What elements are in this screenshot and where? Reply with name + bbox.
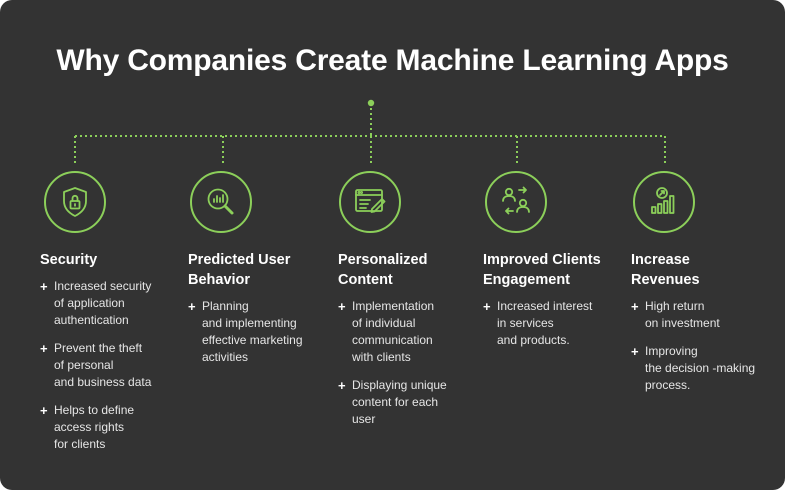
plus-icon: + xyxy=(631,344,639,359)
users-exchange-icon xyxy=(485,171,547,233)
column-personalized-content: Personalized Content +Implementation of … xyxy=(338,250,468,439)
column-heading: Increase Revenues xyxy=(631,252,700,288)
plus-icon: + xyxy=(631,299,639,314)
list-item: +Increased interest in services and prod… xyxy=(483,299,593,347)
plus-icon: + xyxy=(40,279,48,294)
list-item: +Improving the decision -making process. xyxy=(631,344,756,392)
tree-root-dot xyxy=(367,99,375,107)
column-heading: Personalized Content xyxy=(338,252,428,288)
list-item: +Planning and implementing effective mar… xyxy=(188,299,303,364)
plus-icon: + xyxy=(40,341,48,356)
list-item: +Increased security of application authe… xyxy=(40,279,152,327)
connector-tree xyxy=(74,99,666,166)
growth-chart-icon xyxy=(633,171,695,233)
column-heading: Improved Clients Engagement xyxy=(483,252,601,288)
column-heading: Predicted User Behavior xyxy=(188,252,291,288)
list-item: +High return on investment xyxy=(631,299,720,330)
column-improved-clients-engagement: Improved Clients Engagement +Increased i… xyxy=(483,250,618,360)
list-item: +Prevent the theft of personal and busin… xyxy=(40,341,152,389)
list-item: +Helps to define access rights for clien… xyxy=(40,403,135,451)
bullet-list: +Implementation of individual communicat… xyxy=(338,298,468,428)
column-heading: Security xyxy=(40,252,98,268)
column-predicted-user-behavior: Predicted User Behavior +Planning and im… xyxy=(188,250,323,377)
plus-icon: + xyxy=(188,299,196,314)
bullet-list: +Planning and implementing effective mar… xyxy=(188,298,323,366)
bullet-list: +High return on investment +Improving th… xyxy=(631,298,771,394)
browser-pen-icon xyxy=(339,171,401,233)
bullet-list: +Increased interest in services and prod… xyxy=(483,298,618,349)
plus-icon: + xyxy=(338,299,346,314)
bullet-list: +Increased security of application authe… xyxy=(40,278,170,453)
list-item: +Displaying unique content for each user xyxy=(338,378,447,426)
column-security: Security +Increased security of applicat… xyxy=(40,250,170,464)
column-increase-revenues: Increase Revenues +High return on invest… xyxy=(631,250,771,405)
plus-icon: + xyxy=(40,403,48,418)
list-item: +Implementation of individual communicat… xyxy=(338,299,435,364)
shield-lock-icon xyxy=(44,171,106,233)
plus-icon: + xyxy=(483,299,491,314)
plus-icon: + xyxy=(338,378,346,393)
magnifier-chart-icon xyxy=(190,171,252,233)
page-title: Why Companies Create Machine Learning Ap… xyxy=(56,44,729,77)
